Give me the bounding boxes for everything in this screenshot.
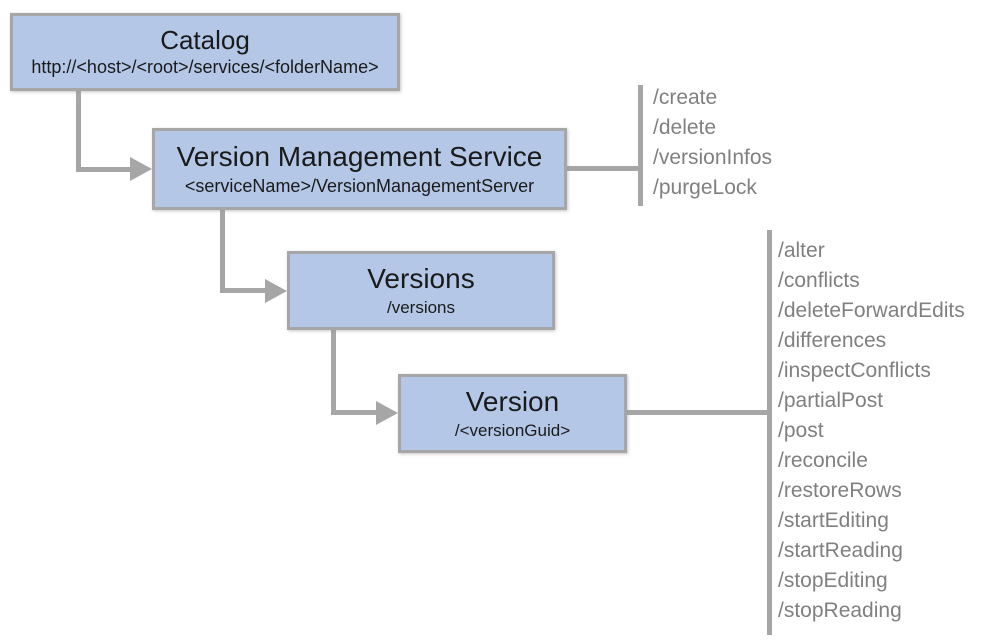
node-subtitle: <serviceName>/VersionManagementServer <box>184 175 535 196</box>
arrowhead-into-version <box>376 401 398 425</box>
endpoint-item: /stopReading <box>778 599 902 622</box>
endpoint-item: /stopEditing <box>778 569 888 592</box>
connector-vms-versions-vertical <box>220 210 225 293</box>
node-title: Version <box>465 385 560 417</box>
connector-vms-versions-horizontal <box>220 288 265 293</box>
endpoint-item: /conflicts <box>778 269 860 292</box>
node-subtitle: /versions <box>386 297 456 317</box>
connector-vms-endpoints <box>567 166 638 171</box>
endpoint-item: /startReading <box>778 539 903 562</box>
endpoint-bar-vms <box>638 85 643 206</box>
endpoint-item: /create <box>653 86 718 109</box>
connector-version-endpoints <box>625 410 767 415</box>
node-title: Versions <box>367 262 475 294</box>
node-versions: Versions /versions <box>287 251 555 330</box>
endpoint-list-vms: /create /delete /versionInfos /purgeLock <box>653 83 772 203</box>
arrowhead-into-versions <box>265 279 287 303</box>
endpoint-item: /deleteForwardEdits <box>778 299 965 322</box>
endpoint-item: /differences <box>778 329 887 352</box>
endpoint-item: /post <box>778 419 824 442</box>
endpoint-item: /alter <box>778 239 825 262</box>
node-version: Version /<versionGuid> <box>398 374 627 453</box>
endpoint-item: /inspectConflicts <box>778 359 931 382</box>
endpoint-bar-version <box>767 230 772 635</box>
endpoint-item: /reconcile <box>778 449 868 472</box>
endpoint-item: /restoreRows <box>778 479 902 502</box>
endpoint-item: /startEditing <box>778 509 889 532</box>
connector-versions-version-vertical <box>331 330 336 415</box>
node-version-management-service: Version Management Service <serviceName>… <box>152 128 567 210</box>
connector-catalog-vms-vertical <box>76 91 81 172</box>
node-title: Catalog <box>160 24 250 55</box>
node-subtitle: http://<host>/<root>/services/<folderNam… <box>31 57 379 78</box>
node-catalog: Catalog http://<host>/<root>/services/<f… <box>10 13 400 91</box>
connector-versions-version-horizontal <box>331 410 376 415</box>
endpoint-list-version: /alter /conflicts /deleteForwardEdits /d… <box>778 236 965 626</box>
endpoint-item: /delete <box>653 116 717 139</box>
arrowhead-into-vms <box>130 157 152 181</box>
endpoint-item: /partialPost <box>778 389 884 412</box>
node-title: Version Management Service <box>176 140 543 172</box>
node-subtitle: /<versionGuid> <box>454 420 571 440</box>
endpoint-item: /purgeLock <box>653 176 757 199</box>
connector-catalog-vms-horizontal <box>76 167 130 172</box>
endpoint-item: /versionInfos <box>653 146 773 169</box>
